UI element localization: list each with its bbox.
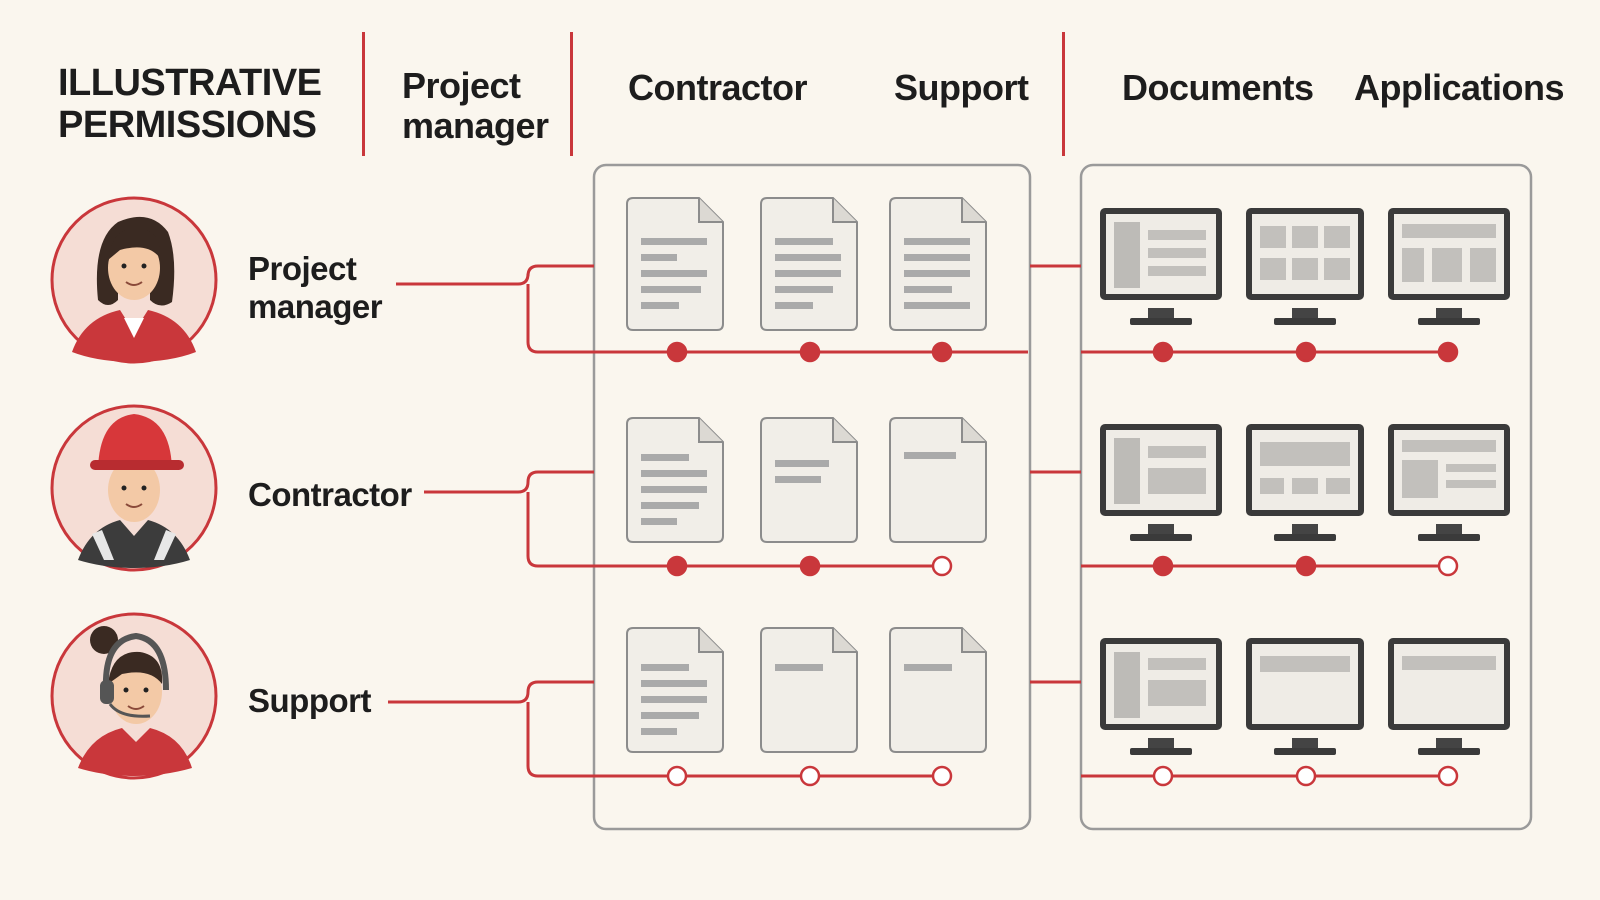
connectors — [388, 264, 1448, 778]
contractor-application-3-permission-dot — [1437, 555, 1459, 577]
project-manager-application-3-permission-dot — [1437, 341, 1459, 363]
document-icon — [626, 627, 724, 753]
permission-dots — [666, 341, 1459, 787]
document-icon — [760, 627, 858, 753]
support-application-3-permission-dot — [1437, 765, 1459, 787]
monitor-icon — [1100, 208, 1222, 325]
project-manager-document-3-permission-dot — [931, 341, 953, 363]
document-icon — [626, 417, 724, 543]
contractor-document-1-permission-dot — [666, 555, 688, 577]
monitor-icon — [1388, 424, 1510, 541]
title-line-1: ILLUSTRATIVE — [58, 62, 322, 104]
header-divider — [362, 32, 365, 156]
document-icon — [760, 197, 858, 331]
document-icon — [889, 417, 987, 543]
header-pm-line-2: manager — [402, 105, 549, 146]
project-manager-application-2-permission-dot — [1295, 341, 1317, 363]
project-manager-application-1-permission-dot — [1152, 341, 1174, 363]
monitor-icon — [1246, 638, 1364, 755]
header-project-manager: Project manager — [402, 66, 549, 146]
header-divider — [570, 32, 573, 156]
document-icon — [760, 417, 858, 543]
role-label-support: Support — [248, 682, 371, 719]
applications-panel — [1079, 163, 1533, 831]
contractor-document-3-permission-dot — [931, 555, 953, 577]
connector-support — [388, 680, 942, 778]
contractor-application-1-permission-dot — [1152, 555, 1174, 577]
monitor-icon — [1388, 638, 1510, 755]
header-pm-line-1: Project — [402, 65, 521, 106]
title-line-2: PERMISSIONS — [58, 104, 317, 146]
project-manager-document-1-permission-dot — [666, 341, 688, 363]
monitor-icon — [1388, 208, 1510, 325]
header-applications: Applications — [1354, 67, 1565, 108]
avatar-support — [50, 612, 218, 780]
header-contractor: Contractor — [628, 67, 808, 108]
role-label-contractor: Contractor — [248, 476, 412, 513]
monitor-icon — [1100, 638, 1222, 755]
monitor-icon — [1246, 424, 1364, 541]
contractor-document-2-permission-dot — [799, 555, 821, 577]
connector-contractor — [424, 470, 942, 568]
document-icon — [889, 627, 987, 753]
role-label-project-manager: Project manager — [248, 250, 383, 326]
avatar-contractor — [50, 404, 218, 572]
support-application-1-permission-dot — [1152, 765, 1174, 787]
header-divider — [1062, 32, 1065, 156]
header-documents: Documents — [1122, 67, 1314, 108]
document-icon — [889, 197, 987, 331]
contractor-application-2-permission-dot — [1295, 555, 1317, 577]
support-document-2-permission-dot — [799, 765, 821, 787]
support-document-3-permission-dot — [931, 765, 953, 787]
role-label-line-2: manager — [248, 288, 383, 325]
connector-project-manager — [396, 264, 1028, 354]
avatar-project-manager — [50, 196, 218, 364]
monitor-icon — [1246, 208, 1364, 325]
role-label-line-1: Project — [248, 250, 357, 287]
monitor-icon — [1100, 424, 1222, 541]
support-document-1-permission-dot — [666, 765, 688, 787]
documents-panel — [592, 163, 1032, 831]
document-icon — [626, 197, 724, 331]
support-application-2-permission-dot — [1295, 765, 1317, 787]
header-support: Support — [894, 67, 1029, 108]
diagram-title: ILLUSTRATIVE PERMISSIONS — [58, 62, 322, 146]
project-manager-document-2-permission-dot — [799, 341, 821, 363]
